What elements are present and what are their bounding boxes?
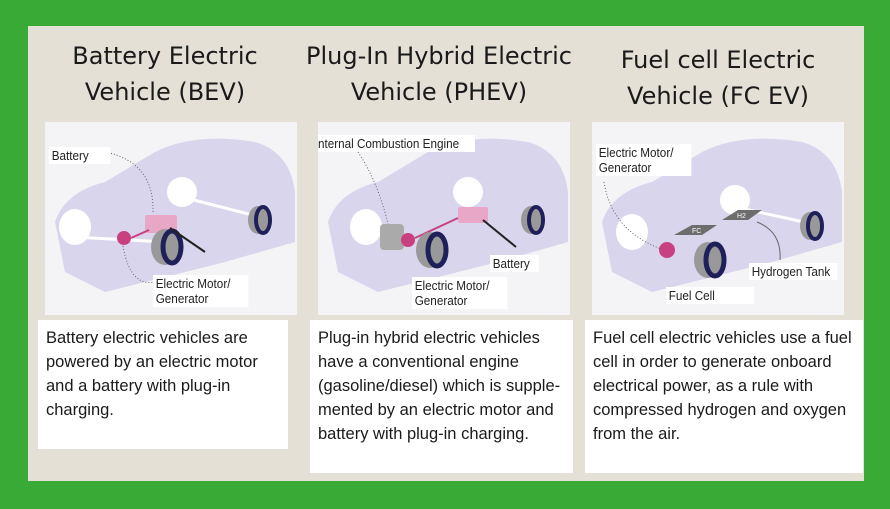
phev-car-illustration: [328, 138, 568, 292]
bev-title: Battery Electric Vehicle (BEV): [40, 38, 290, 110]
h2-tag: H2: [737, 213, 746, 220]
motor-label-line1: Electric Motor/: [155, 276, 231, 291]
bev-car-illustration: [55, 138, 295, 292]
motor-label-line1: Electric Motor/: [414, 278, 490, 293]
fcev-diagram: FC H2 Electric Motor/ Generator Hydrogen…: [592, 122, 844, 315]
bev-diagram: Battery Electric Motor/ Generator: [45, 122, 297, 315]
bev-description: Battery electric vehicles are powered by…: [38, 320, 288, 449]
motor-label-line2: Generator: [414, 293, 468, 308]
fcev-title-line1: Fuel cell Electric: [620, 46, 816, 74]
battery-label: Battery: [490, 255, 539, 272]
engine-label: Internal Combustion Engine: [318, 135, 475, 152]
motor-label: Electric Motor/ Generator: [153, 275, 249, 307]
fcev-title-line2: Vehicle (FC EV): [627, 82, 809, 110]
motor-label-line2: Generator: [598, 160, 652, 175]
motor-label: Electric Motor/ Generator: [412, 277, 508, 309]
phev-title-line2: Vehicle (PHEV): [350, 78, 528, 106]
fcev-car-illustration: FC H2: [602, 138, 842, 292]
battery-label: Battery: [49, 147, 111, 164]
phev-title: Plug-In Hybrid Electric Vehicle (PHEV): [298, 38, 580, 110]
bev-title-line2: Vehicle (BEV): [84, 78, 246, 106]
motor-label: Electric Motor/ Generator: [596, 144, 692, 176]
fc-tag: FC: [692, 228, 701, 235]
phev-description: Plug-in hybrid electric vehicles have a …: [310, 320, 573, 473]
fuel-cell-label: Fuel Cell: [666, 287, 755, 304]
bev-title-line1: Battery Electric: [72, 42, 258, 70]
phev-diagram: Internal Combustion Engine Battery Elect…: [318, 122, 570, 315]
fcev-description: Fuel cell electric vehicles use a fuel c…: [585, 320, 863, 473]
motor-label-line2: Generator: [155, 291, 209, 306]
fcev-title: Fuel cell Electric Vehicle (FC EV): [588, 42, 848, 114]
hydrogen-tank-label: Hydrogen Tank: [749, 263, 838, 280]
motor-label-line1: Electric Motor/: [598, 145, 674, 160]
phev-title-line1: Plug-In Hybrid Electric: [306, 42, 572, 70]
